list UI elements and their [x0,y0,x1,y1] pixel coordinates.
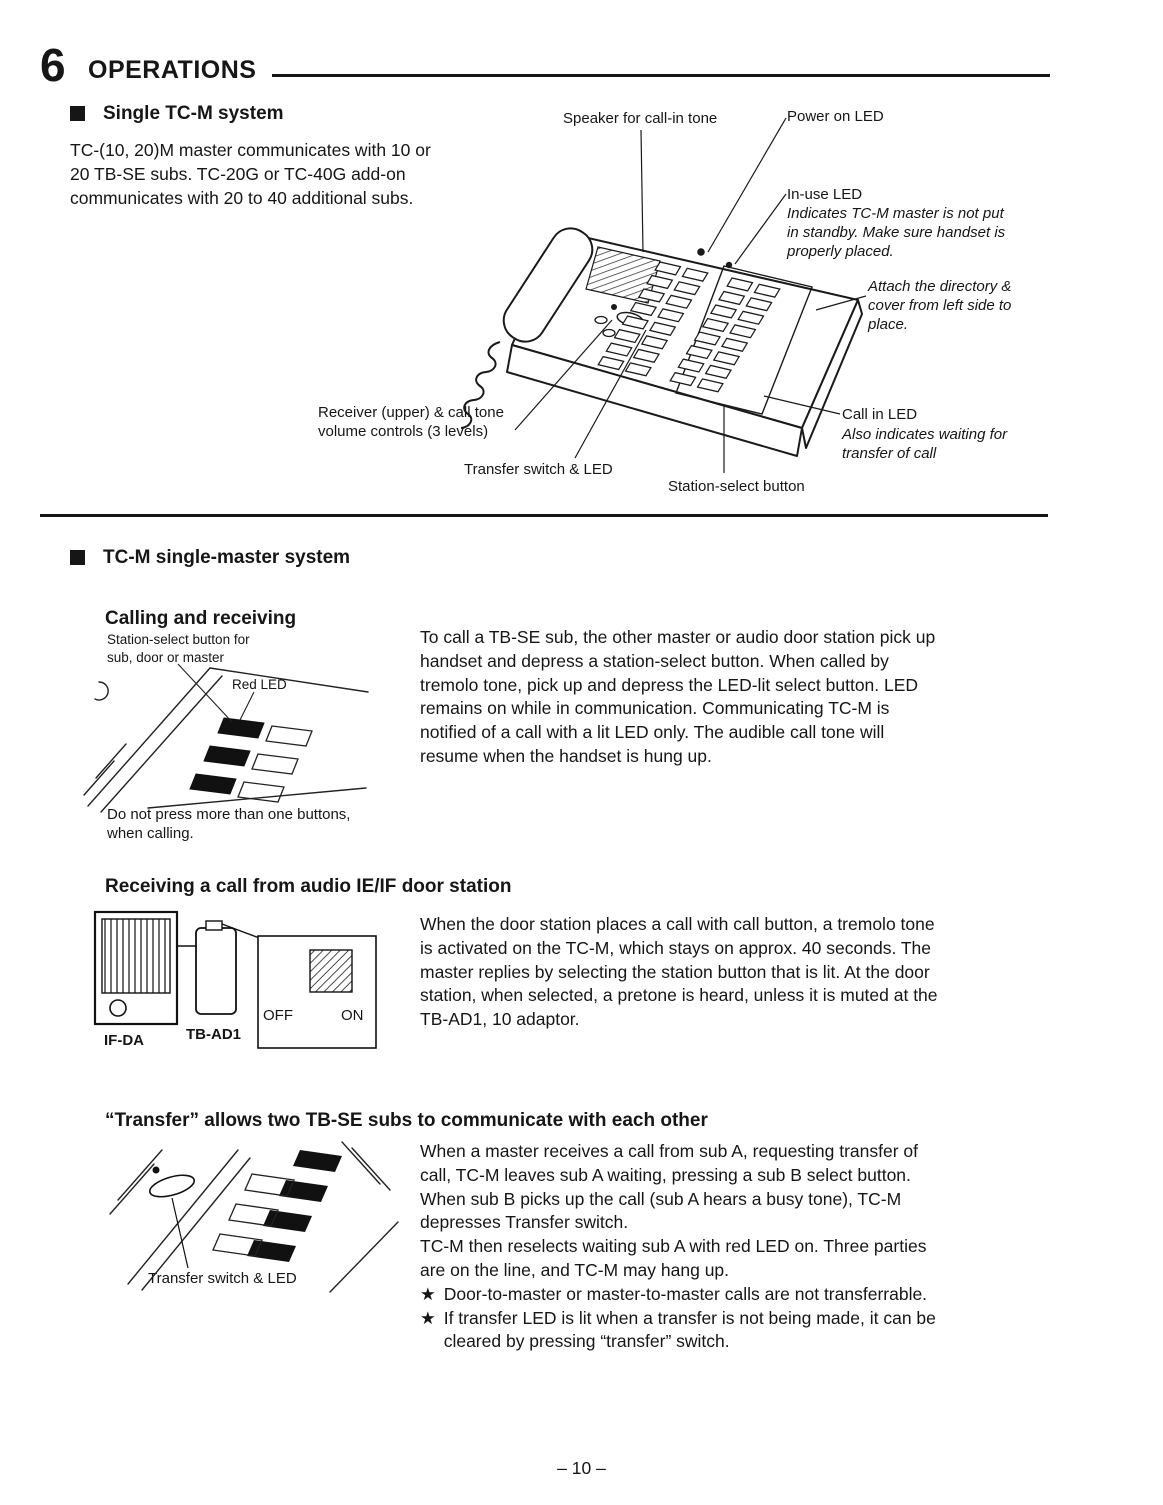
callout-in-use-led-note: Indicates TC-M master is not put in stan… [787,205,1006,260]
single-tcm-intro: TC-(10, 20)M master communicates with 10… [70,140,431,208]
transfer-body-block: When a master receives a call from sub A… [420,1140,1070,1354]
header-rule [272,74,1050,77]
label-station-select-line2: sub, door or master [107,650,225,665]
transfer-body-2: TC-M then reselects waiting sub A with r… [420,1236,927,1280]
single-tcm-heading: Single TC-M system [103,103,284,124]
calling-caption: Do not press more than one buttons, when… [107,806,351,842]
calling-heading: Calling and receiving [105,608,297,629]
star-icon: ★ [420,1283,436,1304]
label-station-select-line1: Station-select button for [107,632,250,647]
label-transfer-switch-led: Transfer switch & LED [148,1270,297,1287]
label-tb-ad1: TB-AD1 [186,1026,241,1043]
callout-in-use-led: In-use LED [787,186,863,203]
label-on: ON [341,1007,364,1024]
callout-station-select: Station-select button [668,478,805,495]
label-red-led: Red LED [232,677,287,692]
section-bullet-icon [70,106,85,121]
calling-body: To call a TB-SE sub, the other master or… [420,627,936,766]
callout-speaker: Speaker for call-in tone [563,110,718,127]
transfer-body-1: When a master receives a call from sub A… [420,1141,918,1233]
page-number: – 10 – [557,1458,606,1478]
section-number: 6 [40,39,66,91]
callout-call-in-led-note: Also indicates waiting for transfer of c… [842,426,1008,462]
label-if-da: IF-DA [104,1032,144,1049]
section-bullet-icon [70,550,85,565]
master-station-illustration [460,117,867,473]
callout-call-in-led: Call in LED [842,406,918,423]
callout-power-led: Power on LED [787,108,884,125]
section-divider [40,514,1048,517]
single-master-heading: TC-M single-master system [103,547,351,568]
transfer-star-1: Door-to-master or master-to-master calls… [443,1283,928,1304]
callout-transfer-switch: Transfer switch & LED [464,461,613,478]
page-title: OPERATIONS [88,56,257,84]
transfer-star-item: ★ If transfer LED is lit when a transfer… [420,1307,1070,1355]
label-off: OFF [263,1007,293,1024]
door-station-heading: Receiving a call from audio IE/IF door s… [105,876,512,897]
transfer-star-2: If transfer LED is lit when a transfer i… [443,1307,936,1352]
door-station-diagram [93,910,377,1049]
calling-sketch [83,663,369,813]
callout-directory-note: Attach the directory & cover from left s… [868,278,1012,333]
transfer-star-item: ★ Door-to-master or master-to-master cal… [420,1283,1070,1307]
door-station-body: When the door station places a call with… [420,914,938,1030]
star-icon: ★ [420,1307,436,1328]
transfer-heading: “Transfer” allows two TB-SE subs to comm… [105,1110,708,1131]
transfer-sketch [109,1141,399,1293]
callout-receiver-volume: Receiver (upper) & call tone volume cont… [318,404,504,440]
